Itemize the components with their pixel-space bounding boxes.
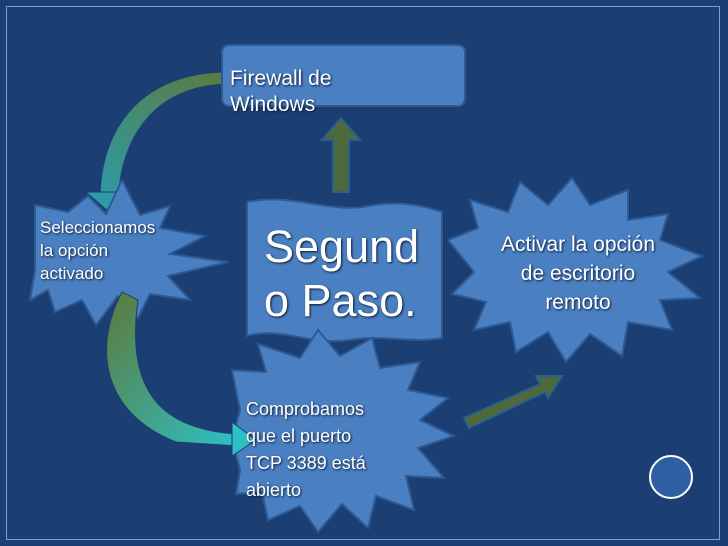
firewall-label: Firewall de Windows (230, 66, 460, 118)
right-line-1: Activar la opción (500, 233, 656, 256)
right-burst (446, 176, 705, 364)
slide-frame (6, 6, 720, 540)
right-line-2: de escritorio (520, 262, 636, 285)
up-arrow (319, 116, 363, 193)
left-label: Seleccionamos la opción activado (40, 216, 220, 285)
right-line-3: remoto (545, 291, 611, 314)
left-line-2: la opción (40, 241, 109, 260)
bottom-line-2: que el puerto (246, 426, 352, 446)
decorative-circle (649, 455, 693, 499)
bottom-burst (230, 328, 457, 534)
curved-arrow-bottom-head (231, 421, 257, 457)
center-line-1: Segund (264, 221, 420, 272)
bottom-line-1: Comprobamos (246, 399, 365, 419)
center-line-2: o Paso. (264, 275, 417, 326)
firewall-line-2: Windows (230, 93, 316, 116)
bottom-label: Comprobamos que el puerto TCP 3389 está … (246, 396, 426, 504)
center-banner (246, 198, 443, 343)
left-line-3: activado (40, 264, 104, 283)
right-label: Activar la opción de escritorio remoto (470, 230, 686, 317)
diagonal-arrow (462, 375, 564, 430)
left-line-1: Seleccionamos (40, 218, 156, 237)
center-label: Segund o Paso. (264, 220, 434, 328)
bottom-line-3: TCP 3389 está (246, 453, 366, 473)
bottom-line-4: abierto (246, 480, 302, 500)
firewall-box (221, 44, 466, 107)
left-burst (28, 177, 229, 327)
firewall-line-1: Firewall de (230, 67, 332, 90)
